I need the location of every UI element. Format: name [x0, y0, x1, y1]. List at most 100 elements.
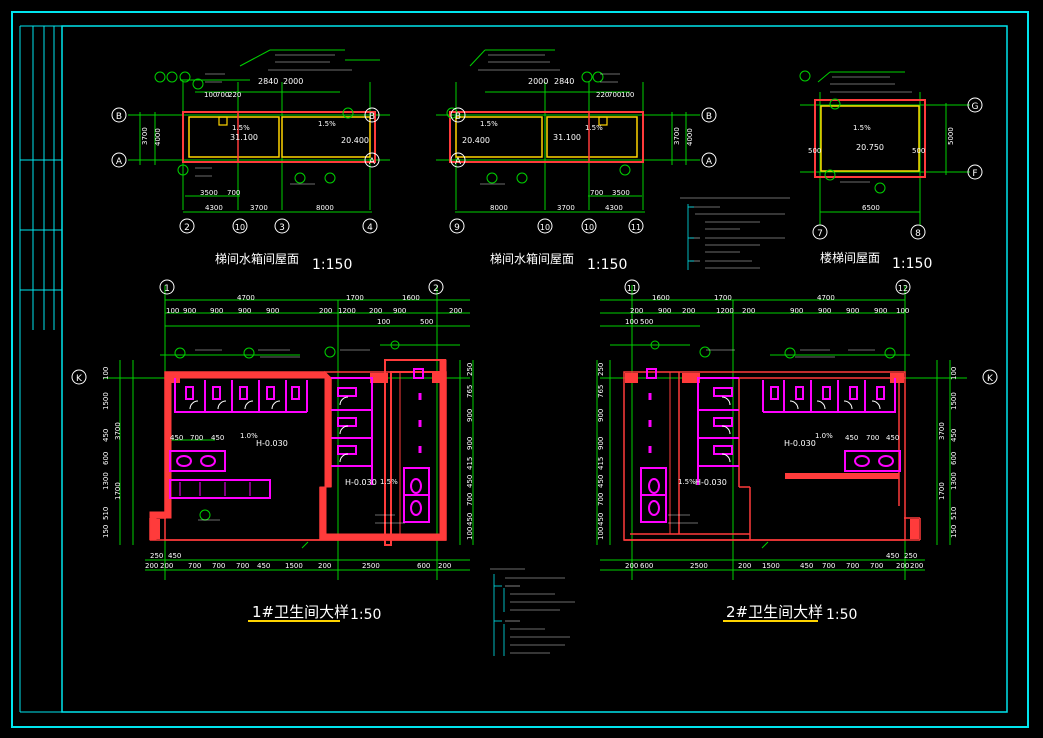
roof3-axis-8: 8 [915, 229, 921, 239]
wc1-bot2-2500: 2500 [362, 562, 380, 570]
roof2-dim-top-2000: 2000 [528, 77, 548, 86]
roof1-parapet-right [281, 116, 371, 158]
wc2-top2-1200: 1200 [716, 307, 734, 315]
roof3-axis-7: 7 [817, 229, 823, 239]
wc2-left-450b: 450 [597, 513, 605, 526]
roof1-dim-bottom-4300: 4300 [205, 204, 223, 212]
roof3-wall [814, 99, 926, 178]
roof3-level: 20.750 [856, 143, 884, 152]
wc2-left-250: 250 [597, 363, 605, 376]
wc2-bot2-450: 450 [800, 562, 813, 570]
wc2-top2-200b: 200 [682, 307, 695, 315]
wc2-right-1500: 1500 [950, 392, 958, 410]
wc1-right-415: 415 [466, 457, 474, 470]
roof1-axis-a: A [116, 157, 123, 167]
wc2-top2-200c: 200 [742, 307, 755, 315]
wc1-bot1-250: 250 [150, 552, 163, 560]
wc1-top2-100: 100 [166, 307, 179, 315]
wc1-top2-900b: 900 [210, 307, 223, 315]
wc1-top2-200b: 200 [369, 307, 382, 315]
roof1-dim-bottom-8000: 8000 [316, 204, 334, 212]
wc2-left-700: 700 [597, 493, 605, 506]
wc1-bot2-600: 600 [417, 562, 430, 570]
roof3-axis-f: F [972, 169, 977, 179]
wc1-right-700: 700 [466, 493, 474, 506]
roof2-slope-left: 1.5% [480, 120, 498, 128]
roof1-dim-top-2840: 2840 [258, 77, 278, 86]
wc1-axis-k: K [76, 374, 83, 384]
wc2-basin-450b: 450 [886, 434, 899, 442]
roof2-scale: 1:150 [587, 257, 627, 273]
wc2-left-900a: 900 [597, 409, 605, 422]
wc2-left-765: 765 [597, 385, 605, 398]
roof1-axis-b-right: B [369, 112, 375, 122]
wc2-left-900b: 900 [597, 437, 605, 450]
wc1-top2-900e: 900 [393, 307, 406, 315]
roof1-dim-bottom-3700: 3700 [250, 204, 268, 212]
wc2-bot2-200d: 200 [910, 562, 923, 570]
roof2-level-right: 31.100 [553, 133, 581, 142]
roof3-side-dim: 5000 [947, 127, 955, 145]
wc1-left-450: 450 [102, 429, 110, 442]
roof2-slope-right: 1.5% [585, 124, 603, 132]
wc1-bot1-450: 450 [168, 552, 181, 560]
wc2-bot2-600: 600 [640, 562, 653, 570]
wc2-right-3700: 3700 [938, 422, 946, 440]
wc2-bot2-200b: 200 [738, 562, 751, 570]
wc2-top2-900e: 900 [874, 307, 887, 315]
roof-plan-3: 1.5% 20.750 500 500 5000 6500 G F 7 8 楼梯… [799, 70, 983, 272]
wc1-left-1300: 1300 [102, 472, 110, 490]
roof1-axis-a-right: A [369, 157, 376, 167]
wc1-title: 1#卫生间大样 [252, 603, 349, 621]
roof2-dim-bottom-4300: 4300 [605, 204, 623, 212]
roof1-dim-bottom-700: 700 [227, 189, 240, 197]
wc1-bot2-200d: 200 [438, 562, 451, 570]
wc2-bot2-200c: 200 [896, 562, 909, 570]
wc2-left-415: 415 [597, 457, 605, 470]
wc1-right-900b: 900 [466, 437, 474, 450]
wc2-right-510: 510 [950, 507, 958, 520]
roof-notes [680, 197, 790, 269]
wc1-fixtures [169, 368, 430, 523]
wc1-left-510: 510 [102, 507, 110, 520]
wc1-slope-a: 1.0% [240, 432, 258, 440]
roof2-parapet-right [546, 116, 638, 158]
wc2-right-150: 150 [950, 525, 958, 538]
wc1-bot2-700c: 700 [236, 562, 249, 570]
wc2-right-450: 450 [950, 429, 958, 442]
wc2-top3-500: 500 [640, 318, 653, 326]
roof1-scale: 1:150 [312, 257, 352, 273]
roof-plan-2: 2000 2840 220 700 100 20.400 31.100 1.5%… [436, 49, 717, 273]
wc1-top2-900c: 900 [238, 307, 251, 315]
wc2-top2-900b: 900 [790, 307, 803, 315]
roof1-slope-right: 1.5% [318, 120, 336, 128]
wc1-left-3700: 3700 [114, 422, 122, 440]
roof1-slope-left: 1.5% [232, 124, 250, 132]
roof2-axis-b-left: B [455, 112, 461, 122]
wc2-top3-100: 100 [625, 318, 638, 326]
roof1-level-left: 31.100 [230, 133, 258, 142]
wc1-level-a: H-0.030 [256, 439, 288, 448]
roof2-dim-top-700: 700 [608, 91, 621, 99]
roof3-dim-right-500: 500 [912, 147, 925, 155]
roof1-dim-left-4000: 4000 [154, 128, 162, 146]
wc2-axis-12: 12 [898, 284, 908, 293]
wc2-scale: 1:50 [826, 607, 857, 623]
wc2-top2-900a: 900 [658, 307, 671, 315]
roof1-parapet-left [188, 116, 280, 158]
wc1-left-100: 100 [102, 367, 110, 380]
roof2-dim-bottom-3700: 3700 [557, 204, 575, 212]
wc2-left-450a: 450 [597, 475, 605, 488]
roof2-dim-right-4000: 4000 [686, 128, 694, 146]
roof-plan-1: 2840 2000 100 700 220 31.100 20.400 1.5%… [111, 49, 390, 273]
wc1-top-4700: 4700 [237, 294, 255, 302]
wc1-scale: 1:50 [350, 607, 381, 623]
wc1-bot2-200a: 200 [145, 562, 158, 570]
outer-border [11, 11, 1029, 728]
roof1-level-right: 20.400 [341, 136, 369, 145]
roof2-title: 梯间水箱间屋面 [490, 251, 574, 266]
wc2-basin-450a: 450 [845, 434, 858, 442]
wc2-axis-11: 11 [627, 284, 637, 293]
